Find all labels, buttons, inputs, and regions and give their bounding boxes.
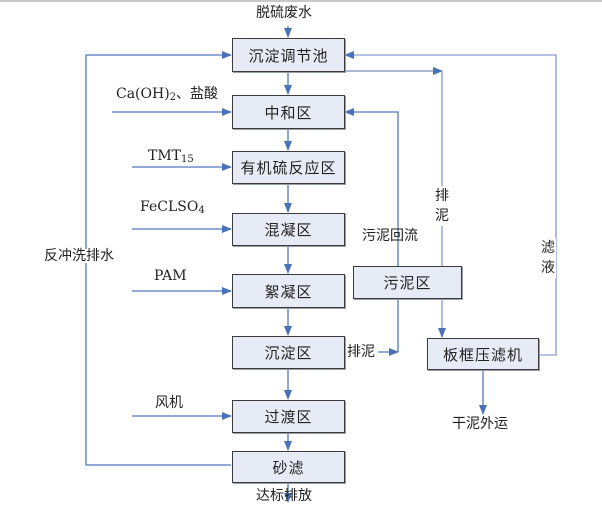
label-sludge-discharge: 排泥	[346, 344, 376, 360]
label-sludge-return: 污泥回流	[362, 228, 418, 244]
top-border	[0, 0, 602, 2]
node-organosulfur-reaction: 有机硫反应区	[232, 151, 345, 184]
label-fecl: FeCLSO4	[140, 199, 205, 216]
label-filtrate: 滤液	[540, 238, 556, 278]
label-dry-sludge: 干泥外运	[452, 416, 508, 432]
node-neutralization: 中和区	[232, 95, 345, 129]
label-sludge-discharge-vertical: 排泥	[434, 186, 450, 226]
node-sedimentation: 沉淀区	[232, 336, 345, 369]
label-blower: 风机	[155, 395, 183, 411]
node-transition: 过渡区	[232, 400, 345, 433]
node-filter-press: 板框压滤机	[427, 338, 539, 370]
label-pam: PAM	[154, 268, 187, 284]
node-flocculation: 絮凝区	[232, 274, 345, 308]
label-inlet: 脱硫废水	[256, 5, 312, 21]
node-regulating-tank: 沉淀调节池	[232, 38, 345, 72]
label-outlet: 达标排放	[256, 488, 312, 504]
filtrate-line	[344, 51, 557, 356]
node-coagulation: 混凝区	[232, 213, 345, 246]
node-sand-filter: 砂滤	[232, 451, 345, 483]
label-caoh2: Ca(OH)2、盐酸	[116, 86, 219, 103]
label-tmt: TMT15	[148, 148, 194, 165]
node-sludge-zone: 污泥区	[353, 266, 462, 299]
label-backwash: 反冲洗排水	[44, 248, 114, 264]
